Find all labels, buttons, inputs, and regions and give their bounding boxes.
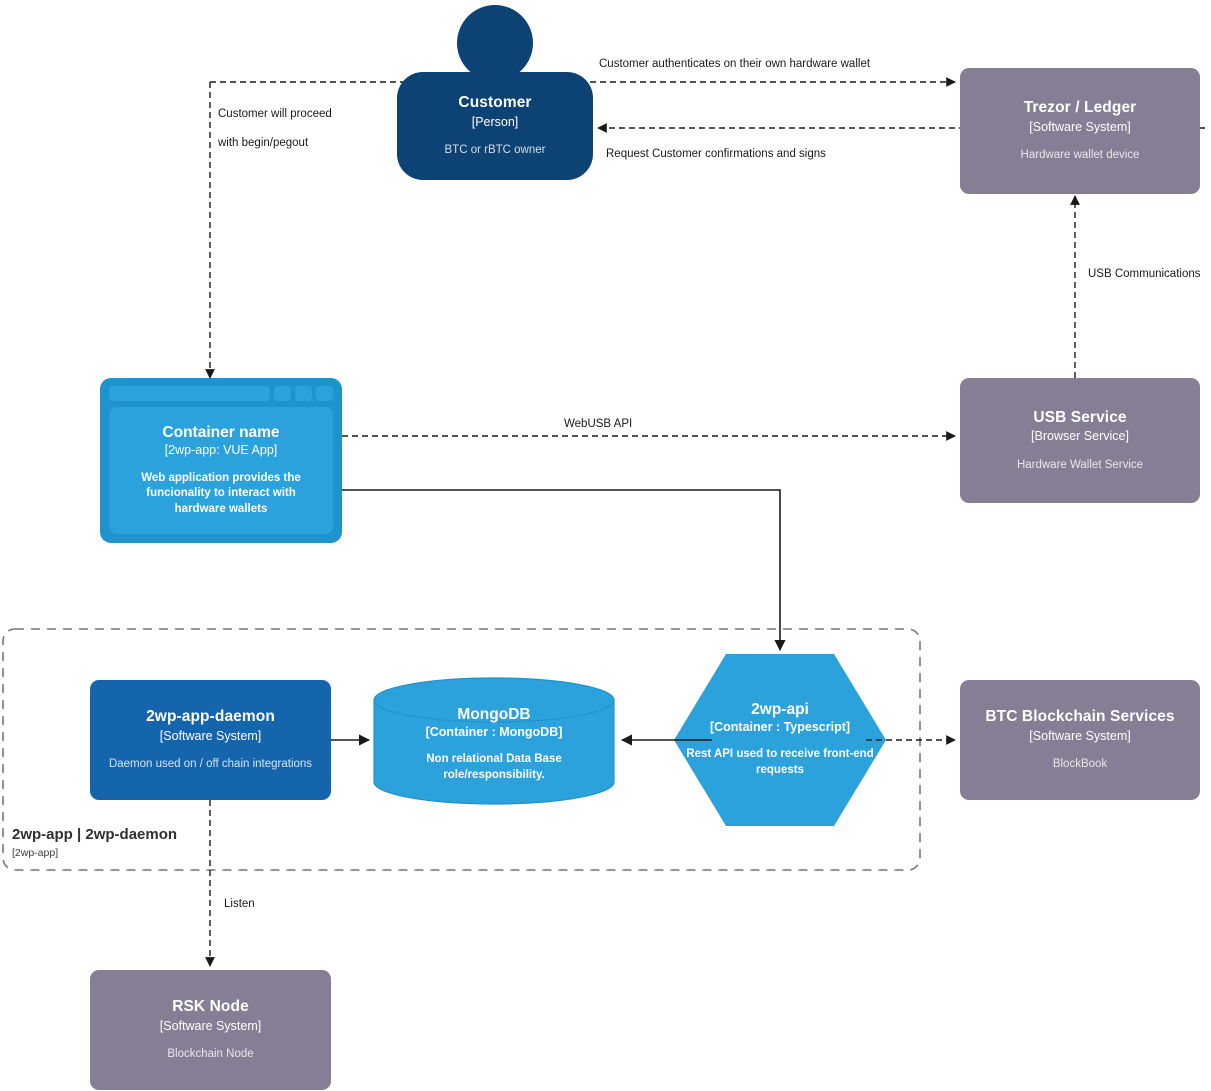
browser-address-bar: [109, 386, 270, 401]
btc-blockchain-title: BTC Blockchain Services: [985, 708, 1175, 726]
browser-title-bar: [109, 386, 333, 401]
edge-vueapp-to-api: [342, 489, 786, 652]
mongodb-type: [Container : MongoDB]: [425, 725, 563, 740]
edge-label-customer-to-vueapp-line2: with begin/pegout: [218, 137, 309, 149]
api-title: 2wp-api: [751, 701, 809, 719]
btc-blockchain-desc: BlockBook: [1052, 758, 1108, 771]
node-2wp-app-daemon[interactable]: 2wp-app-daemon [Software System] Daemon …: [90, 680, 331, 800]
node-rsk-node[interactable]: RSK Node [Software System] Blockchain No…: [90, 970, 331, 1090]
node-trezor-ledger[interactable]: Trezor / Ledger [Software System] Hardwa…: [960, 68, 1200, 194]
trezor-ledger-type: [Software System]: [1029, 119, 1131, 134]
trezor-ledger-title: Trezor / Ledger: [1023, 99, 1137, 117]
customer-desc: BTC or rBTC owner: [444, 144, 546, 157]
trezor-ledger-desc: Hardware wallet device: [1020, 149, 1140, 162]
node-usb-service[interactable]: USB Service [Browser Service] Hardware W…: [960, 378, 1200, 503]
node-customer[interactable]: Customer [Person] BTC or rBTC owner: [397, 72, 593, 180]
edge-label-customer-to-vueapp-line1: Customer will proceed: [218, 108, 332, 120]
usb-service-type: [Browser Service]: [1031, 429, 1129, 444]
btc-blockchain-type: [Software System]: [1029, 728, 1131, 743]
rsk-node-desc: Blockchain Node: [167, 1048, 254, 1061]
usb-service-desc: Hardware Wallet Service: [1016, 458, 1144, 471]
node-vue-app[interactable]: Container name [2wp-app: VUE App] Web ap…: [100, 378, 342, 543]
edge-label-vueapp-to-usbservice: WebUSB API: [564, 418, 633, 430]
edge-label-usbservice-to-trezor: USB Communications: [1088, 268, 1201, 280]
vue-app-desc: Web application provides the funcionalit…: [141, 471, 301, 515]
api-desc: Rest API used to receive front-end reque…: [686, 748, 874, 776]
edge-label-daemon-to-rsknode: Listen: [224, 898, 255, 910]
customer-title: Customer: [458, 94, 532, 112]
daemon-desc: Daemon used on / off chain integrations: [108, 758, 313, 771]
boundary-type: [2wp-app]: [12, 847, 59, 859]
node-2wp-api[interactable]: 2wp-api [Container : Typescript] Rest AP…: [680, 680, 880, 800]
edge-label-customer-to-trezor: Customer authenticates on their own hard…: [599, 58, 871, 70]
boundary-title: 2wp-app | 2wp-daemon: [12, 826, 178, 843]
customer-type: [Person]: [471, 114, 519, 129]
daemon-title: 2wp-app-daemon: [146, 708, 275, 726]
api-type: [Container : Typescript]: [709, 720, 851, 735]
node-mongodb[interactable]: MongoDB [Container : MongoDB] Non relati…: [374, 700, 614, 790]
browser-window-dot-2: [295, 386, 312, 401]
boundary-label: 2wp-app | 2wp-daemon [2wp-app]: [12, 826, 177, 859]
mongodb-desc: Non relational Data Base role/responsibi…: [426, 753, 562, 781]
rsk-node-type: [Software System]: [159, 1018, 262, 1033]
vue-app-title: Container name: [162, 423, 280, 441]
usb-service-title: USB Service: [1033, 408, 1127, 426]
browser-content: Container name [2wp-app: VUE App] Web ap…: [109, 407, 333, 534]
customer-head: [457, 5, 533, 81]
browser-window-dot-3: [316, 386, 333, 401]
rsk-node-title: RSK Node: [172, 998, 249, 1016]
daemon-type: [Software System]: [159, 728, 262, 743]
node-btc-blockchain-services[interactable]: BTC Blockchain Services [Software System…: [960, 680, 1200, 800]
edge-label-trezor-to-customer: Request Customer confirmations and signs: [606, 148, 826, 160]
mongodb-title: MongoDB: [457, 706, 531, 724]
browser-window-dot-1: [274, 386, 291, 401]
vue-app-type: [2wp-app: VUE App]: [164, 442, 278, 457]
